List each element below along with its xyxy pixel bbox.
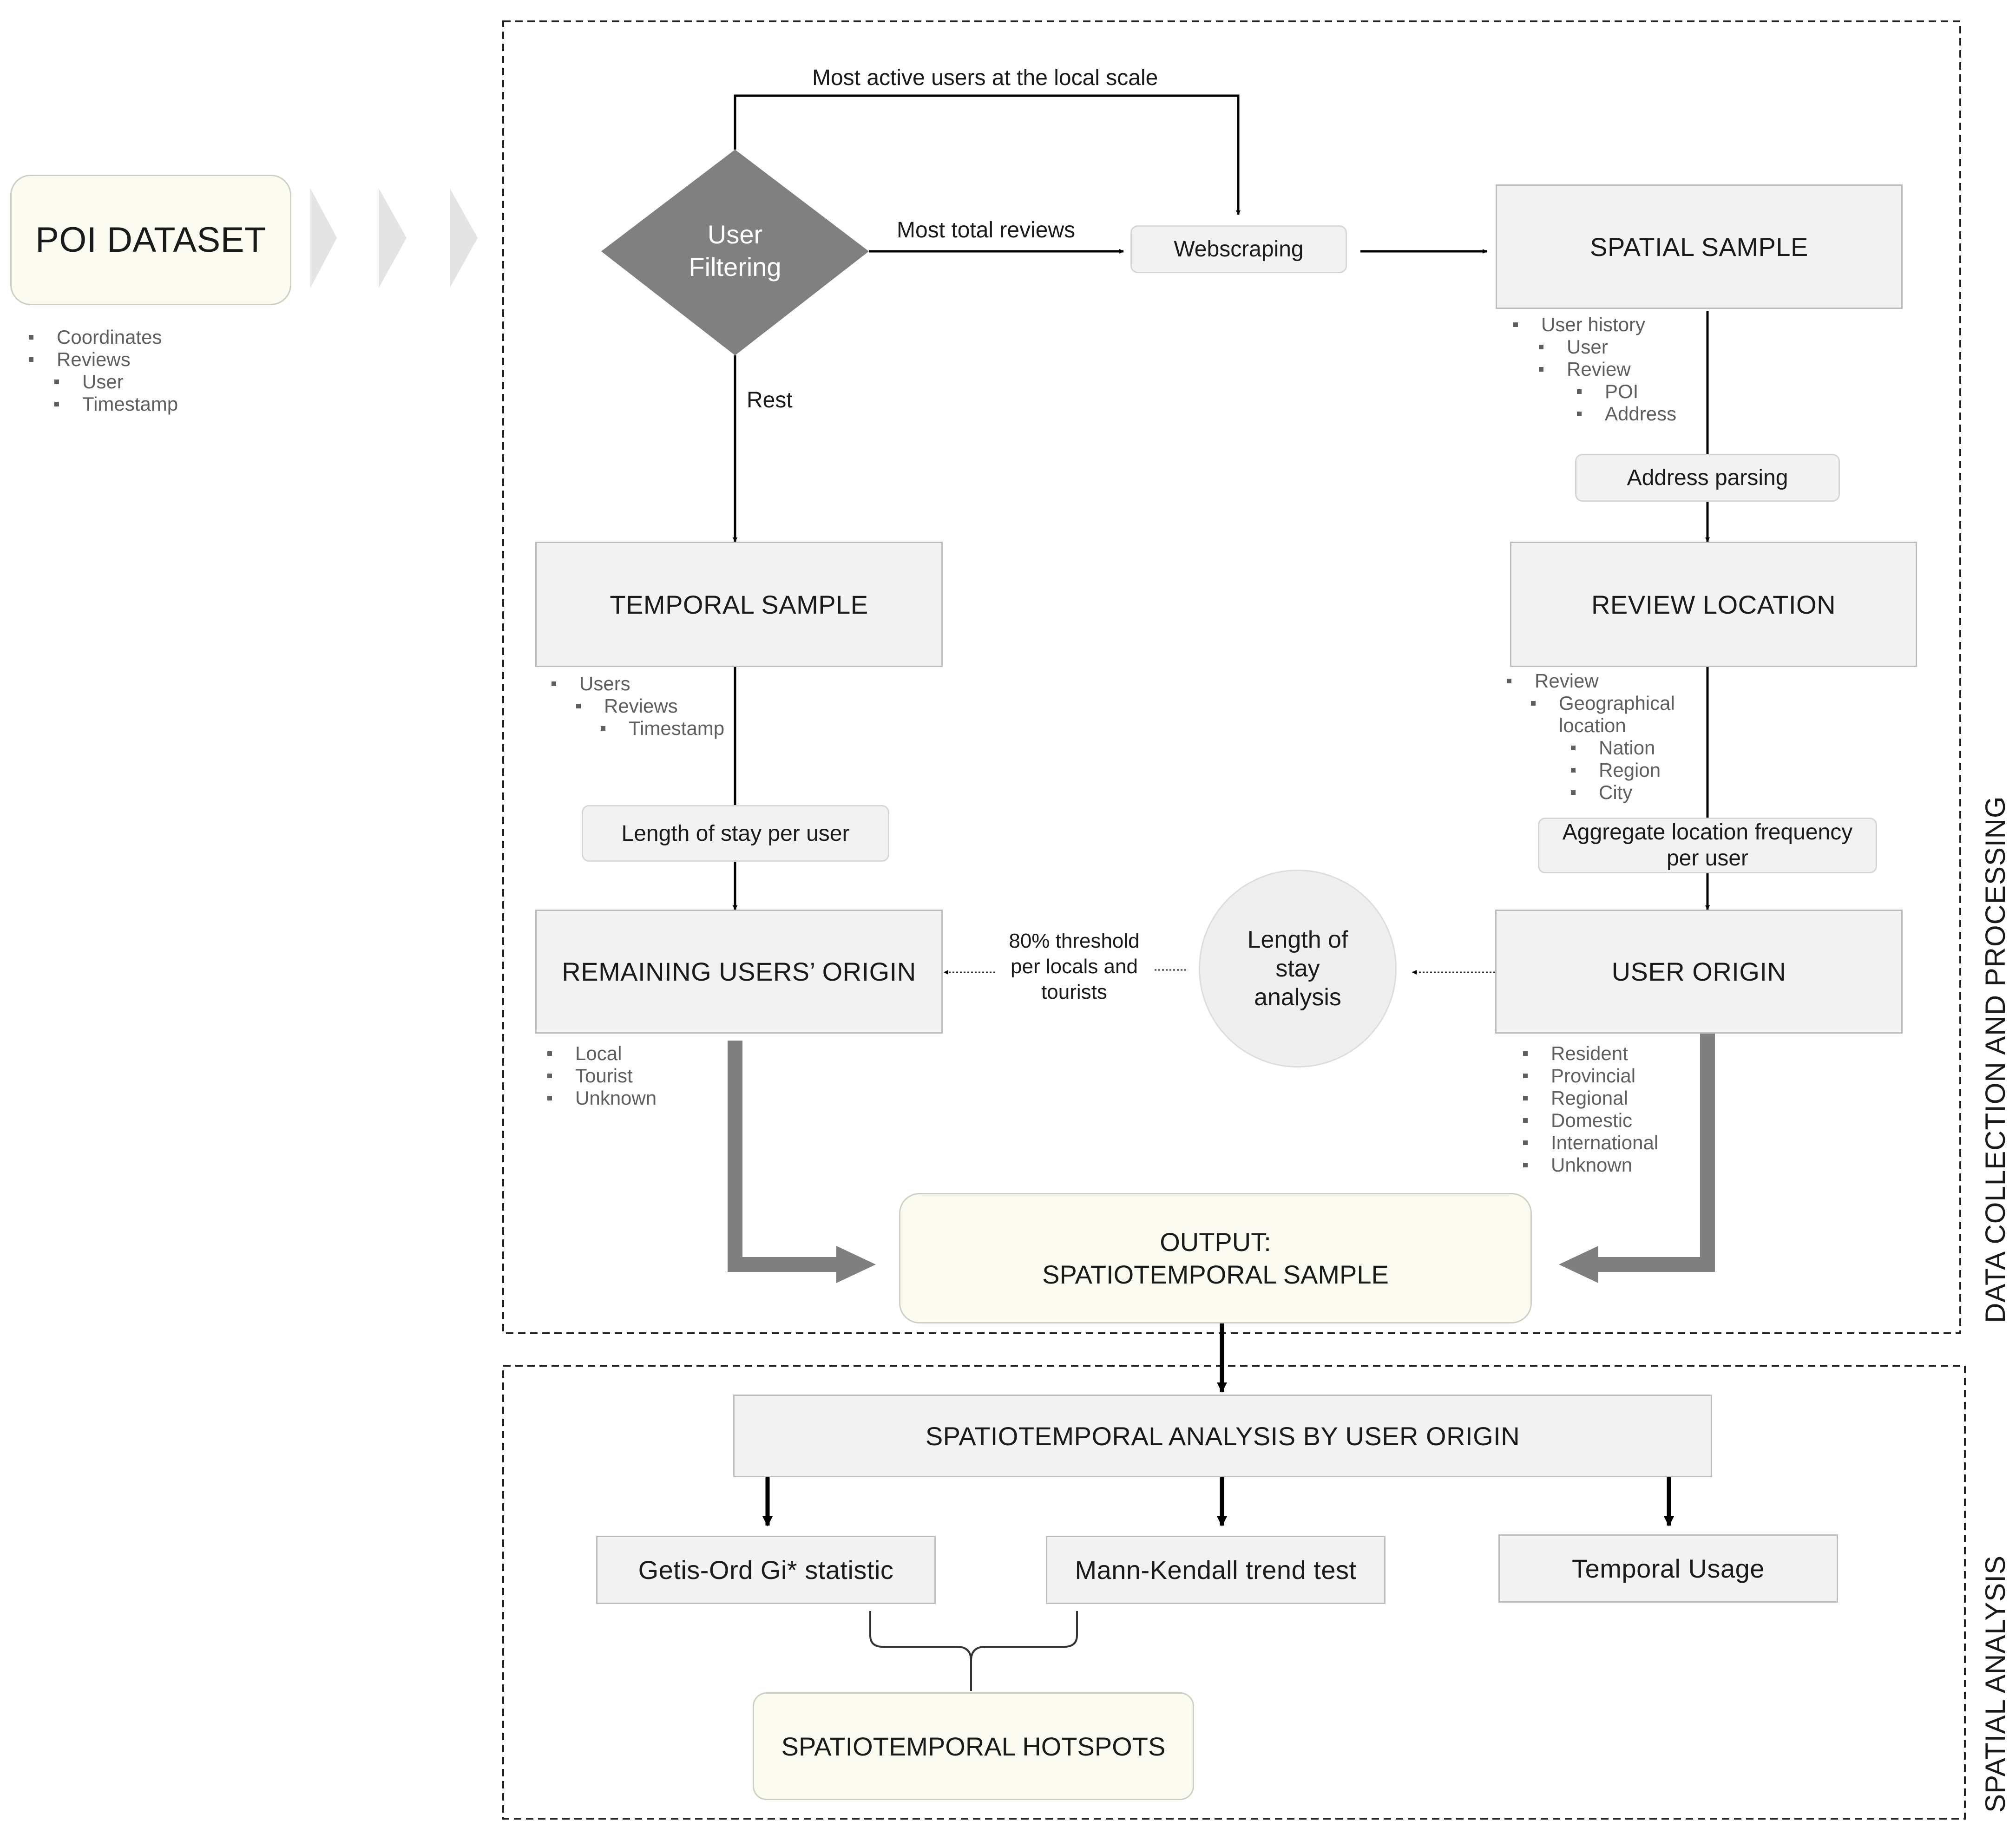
user-origin-box: USER ORIGIN [1495,910,1903,1034]
mann-kendall-box: Mann-Kendall trend test [1046,1536,1386,1604]
rest-label: Rest [747,388,793,413]
remaining-origin-list: Local Tourist Unknown [547,1042,657,1109]
list-item: Domestic [1523,1109,1658,1132]
list-item: Resident [1523,1042,1658,1065]
most-reviews-label: Most total reviews [897,218,1076,242]
chevron-icon [379,188,407,288]
thick-arrow-left [728,1041,846,1272]
spatial-analysis-section-label: SPATIAL ANALYSIS [1980,1555,2011,1813]
thick-arrow-right [1589,1034,1715,1272]
chevron-icon [450,188,478,288]
data-collection-section-label: DATA COLLECTION AND PROCESSING [1980,796,2011,1323]
poi-dataset-title: POI DATASET [35,220,266,260]
list-item: Review [1507,670,1675,692]
aggregate-line1: Aggregate location frequency [1562,820,1853,845]
threshold-line2: per locals and [1011,955,1138,978]
data-collection-frame [502,20,1961,1334]
poi-attribute-list: Coordinates Reviews User Timestamp [28,326,178,415]
output-line2: SPATIOTEMPORAL SAMPLE [1042,1259,1389,1289]
brace-connector [869,1611,1078,1691]
list-item: Unknown [547,1087,657,1109]
list-item: Geographical [1531,692,1675,714]
decision-label: User Filtering [665,218,805,283]
poi-dataset-box: POI DATASET [10,175,291,305]
list-item: Region [1571,759,1675,781]
getis-ord-box: Getis-Ord Gi* statistic [596,1536,936,1604]
connector-top-loop [734,94,1241,215]
thick-arrowhead-right [1559,1246,1598,1283]
list-item: Reviews [28,348,178,371]
webscraping-box: Webscraping [1130,225,1347,273]
threshold-line1: 80% threshold [1009,930,1140,952]
list-item: Timestamp [600,717,725,739]
length-analysis-line1: Length of [1247,926,1348,953]
temporal-usage-box: Temporal Usage [1498,1534,1838,1603]
list-item: POI [1576,380,1676,403]
list-item: Tourist [547,1065,657,1087]
spatial-sample-list: User history User Review POI Address [1513,314,1677,425]
list-item: Regional [1523,1087,1658,1109]
list-item: Review [1538,358,1676,380]
chevron-icon [310,188,337,288]
length-of-stay-analysis-circle: Length of stay analysis [1199,870,1397,1068]
address-parsing-box: Address parsing [1575,454,1840,502]
remaining-origin-box: REMAINING USERS’ ORIGIN [535,910,943,1034]
review-location-list: Review Geographical location Nation Regi… [1507,670,1675,804]
aggregate-box: Aggregate location frequency per user [1538,818,1877,873]
list-item: Local [547,1042,657,1065]
list-item: International [1523,1132,1659,1153]
aggregate-line2: per user [1666,846,1749,871]
review-location-box: REVIEW LOCATION [1510,542,1917,667]
temporal-sample-list: Users Reviews Timestamp [551,673,725,740]
hotspots-box: SPATIOTEMPORAL HOTSPOTS [753,1692,1194,1800]
list-item-continuation: location [1559,714,1626,736]
length-of-stay-box: Length of stay per user [582,805,889,862]
analysis-box: SPATIOTEMPORAL ANALYSIS BY USER ORIGIN [733,1395,1712,1477]
spatial-sample-box: SPATIAL SAMPLE [1496,184,1903,309]
list-item: Timestamp [54,393,178,415]
list-item: Address [1576,403,1677,425]
decision-line1: User [707,220,763,249]
list-item: User [54,371,178,393]
list-item: User [1538,336,1676,358]
list-item: User history [1513,314,1676,336]
top-loop-label: Most active users at the local scale [812,66,1158,90]
list-item: City [1571,781,1675,804]
temporal-sample-box: TEMPORAL SAMPLE [535,542,943,667]
decision-diamond [601,150,869,355]
output-line1: OUTPUT: [1160,1227,1271,1257]
threshold-label: 80% threshold per locals and tourists [999,928,1149,1005]
user-origin-list: Resident Provincial Regional Domestic In… [1523,1042,1659,1176]
length-analysis-line2: stay [1275,955,1320,982]
list-item: Coordinates [28,326,178,348]
length-analysis-line3: analysis [1254,984,1341,1011]
spatial-analysis-frame [502,1365,1966,1820]
list-item: Provincial [1523,1065,1658,1087]
output-box: OUTPUT: SPATIOTEMPORAL SAMPLE [899,1193,1532,1323]
list-item: Reviews [576,695,724,717]
list-item: Unknown [1523,1154,1658,1176]
threshold-line3: tourists [1041,981,1107,1003]
list-item: Nation [1571,737,1675,759]
thick-arrowhead-left [836,1246,876,1283]
list-item: Users [551,673,724,695]
decision-line2: Filtering [689,252,781,282]
